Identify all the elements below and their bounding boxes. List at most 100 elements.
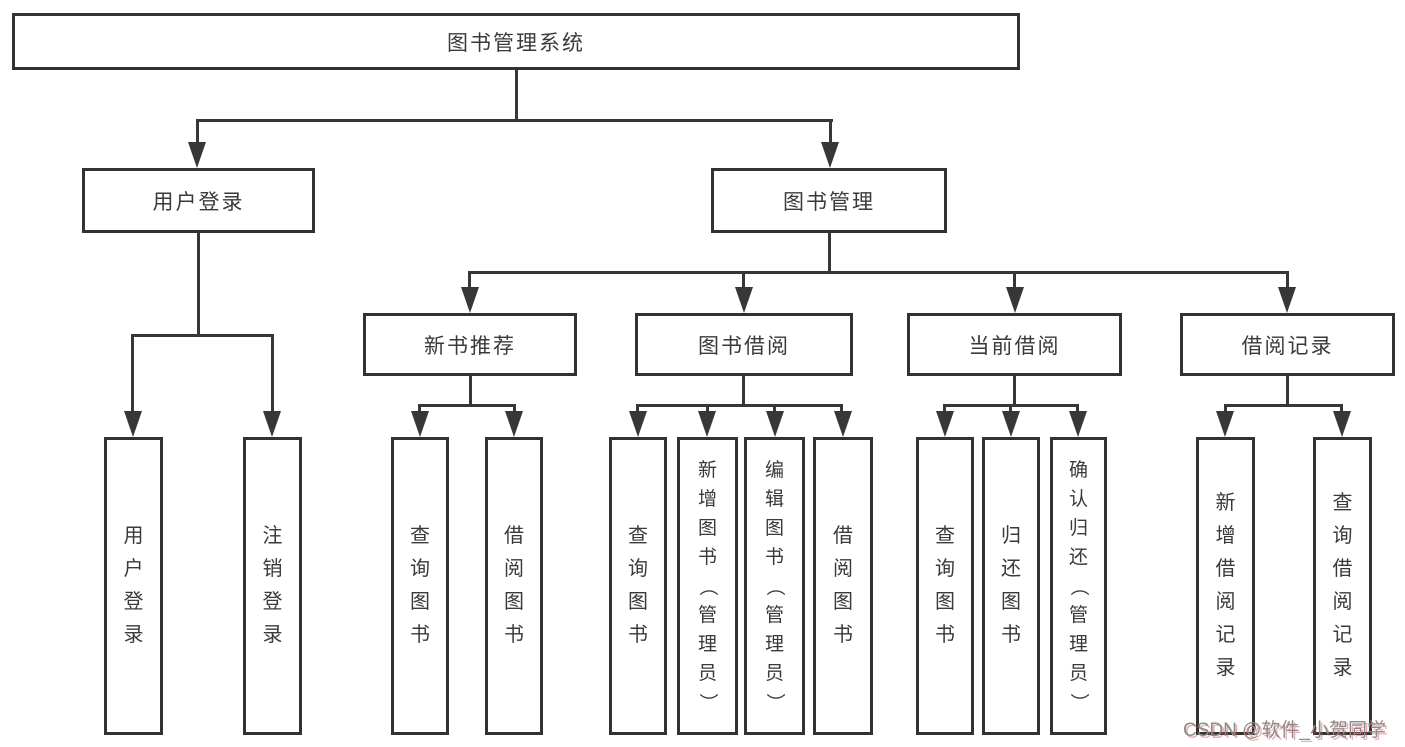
- node-label: 用户登录: [152, 190, 245, 214]
- node-leaf-query-book-1: 查询图书: [391, 437, 449, 735]
- node-borrow-record: 借阅记录: [1180, 313, 1395, 376]
- connector-line: [271, 334, 274, 413]
- node-leaf-query-borrow-record: 查询借阅记录: [1313, 437, 1372, 735]
- node-leaf-confirm-return-admin: 确认归还（管理员）: [1050, 437, 1107, 735]
- vertical-char: 新: [1215, 492, 1236, 514]
- vertical-char: 编: [764, 459, 784, 481]
- vertical-char: 户: [123, 558, 144, 580]
- vertical-char: 记: [1332, 624, 1353, 646]
- vertical-char: 图: [1001, 591, 1021, 613]
- arrow-down-icon: [263, 411, 281, 437]
- arrow-down-icon: [735, 287, 753, 313]
- connector-line: [1013, 271, 1016, 289]
- node-new-book-recommend: 新书推荐: [363, 313, 577, 376]
- arrow-down-icon: [821, 142, 839, 168]
- node-user-login: 用户登录: [82, 168, 315, 233]
- vertical-char: 登: [262, 591, 283, 613]
- arrow-down-icon: [936, 411, 954, 437]
- connector-line: [131, 334, 134, 413]
- vertical-char: ）: [1068, 692, 1089, 712]
- vertical-char: 询: [628, 558, 648, 580]
- vertical-char: 书: [504, 624, 524, 646]
- connector-line: [418, 404, 421, 414]
- vertical-char: 借: [1215, 558, 1236, 580]
- vertical-char: 管: [697, 604, 717, 626]
- arrow-down-icon: [188, 142, 206, 168]
- vertical-char: 图: [833, 591, 853, 613]
- watermark: CSDN @软件_小贺同学: [1183, 720, 1386, 741]
- vertical-char: 查: [1332, 492, 1353, 514]
- node-label: 图书管理系统: [447, 31, 585, 55]
- vertical-char: 图: [764, 517, 784, 539]
- vertical-char: 员: [764, 662, 784, 684]
- arrow-down-icon: [411, 411, 429, 437]
- connector-line: [943, 404, 946, 414]
- connector-line: [742, 271, 745, 289]
- connector-line: [515, 70, 518, 122]
- vertical-char: 查: [628, 525, 648, 547]
- vertical-char: 查: [410, 525, 430, 547]
- connector-line: [131, 334, 274, 337]
- connector-line: [1076, 404, 1079, 414]
- arrow-down-icon: [1278, 287, 1296, 313]
- node-leaf-add-book-admin: 新增图书（管理员）: [677, 437, 738, 735]
- connector-line: [828, 233, 831, 274]
- vertical-char: 用: [123, 525, 144, 547]
- vertical-char: 书: [628, 624, 648, 646]
- vertical-char: 登: [123, 591, 144, 613]
- arrow-down-icon: [1216, 411, 1234, 437]
- connector-line: [1286, 376, 1289, 407]
- node-library-management-system: 图书管理系统: [12, 13, 1020, 70]
- vertical-char: 员: [1068, 662, 1088, 684]
- arrow-down-icon: [1333, 411, 1351, 437]
- vertical-char: 录: [1332, 657, 1353, 679]
- vertical-char: 还: [1001, 558, 1021, 580]
- arrow-down-icon: [834, 411, 852, 437]
- vertical-char: 借: [504, 525, 524, 547]
- node-leaf-return-book: 归还图书: [982, 437, 1040, 735]
- vertical-char: ）: [697, 692, 718, 712]
- vertical-char: 辑: [764, 488, 784, 510]
- vertical-char: 认: [1068, 488, 1088, 510]
- arrow-down-icon: [1006, 287, 1024, 313]
- node-leaf-borrow-book-1: 借阅图书: [485, 437, 543, 735]
- connector-line: [196, 119, 833, 122]
- vertical-char: 销: [262, 558, 283, 580]
- vertical-char: 增: [697, 488, 717, 510]
- arrow-down-icon: [629, 411, 647, 437]
- vertical-char: （: [764, 576, 785, 596]
- node-current-borrow: 当前借阅: [907, 313, 1122, 376]
- vertical-char: 还: [1068, 546, 1088, 568]
- connector-line: [706, 404, 709, 414]
- node-leaf-query-book-3: 查询图书: [916, 437, 974, 735]
- vertical-char: 记: [1215, 624, 1236, 646]
- connector-line: [1009, 404, 1012, 414]
- connector-line: [1224, 404, 1343, 407]
- vertical-char: 图: [504, 591, 524, 613]
- vertical-char: 询: [935, 558, 955, 580]
- vertical-char: 录: [123, 624, 144, 646]
- vertical-char: 阅: [504, 558, 524, 580]
- vertical-char: 管: [764, 604, 784, 626]
- node-leaf-add-borrow-record: 新增借阅记录: [1196, 437, 1255, 735]
- arrow-down-icon: [698, 411, 716, 437]
- vertical-char: 书: [935, 624, 955, 646]
- connector-line: [1224, 404, 1227, 414]
- vertical-char: 书: [764, 546, 784, 568]
- connector-line: [468, 271, 1289, 274]
- vertical-char: 借: [833, 525, 853, 547]
- vertical-char: 图: [628, 591, 648, 613]
- node-leaf-borrow-book-2: 借阅图书: [813, 437, 873, 735]
- connector-line: [468, 271, 471, 289]
- connector-line: [636, 404, 843, 407]
- node-book-borrow: 图书借阅: [635, 313, 853, 376]
- connector-line: [196, 119, 199, 145]
- vertical-char: 归: [1068, 517, 1088, 539]
- connector-line: [1340, 404, 1343, 414]
- node-book-management: 图书管理: [711, 168, 947, 233]
- vertical-char: 图: [935, 591, 955, 613]
- connector-line: [636, 404, 639, 414]
- vertical-char: 借: [1332, 558, 1353, 580]
- connector-line: [840, 404, 843, 414]
